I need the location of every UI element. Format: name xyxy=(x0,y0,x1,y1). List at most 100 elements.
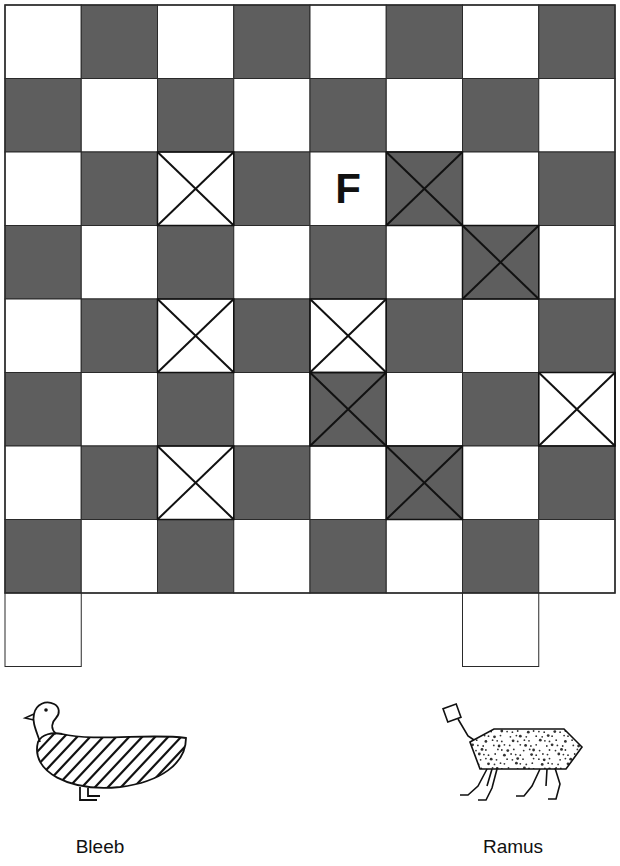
body-dot xyxy=(543,758,546,761)
body-dot xyxy=(494,753,496,755)
cross-mark xyxy=(310,373,386,447)
cross-mark xyxy=(158,152,234,226)
body-dot xyxy=(580,768,582,770)
body-dot xyxy=(506,758,508,760)
body-dot xyxy=(531,762,533,764)
hatch-line xyxy=(135,720,210,800)
cross-line xyxy=(463,226,539,300)
bleeb-hatching xyxy=(0,720,288,800)
cross-line xyxy=(463,226,539,300)
body-dot xyxy=(488,754,490,756)
cross-line xyxy=(386,446,462,520)
dark-square xyxy=(81,299,157,373)
dark-square xyxy=(463,226,539,300)
body-dot xyxy=(524,744,527,747)
hatch-line xyxy=(148,720,223,800)
light-square xyxy=(234,79,310,153)
light-square xyxy=(386,79,462,153)
light-square xyxy=(5,446,81,520)
dark-square xyxy=(463,79,539,153)
body-dot xyxy=(567,735,569,737)
body-dot xyxy=(485,749,487,751)
dark-square xyxy=(234,5,310,79)
body-dot xyxy=(472,735,474,737)
light-square xyxy=(81,520,157,594)
dark-square xyxy=(386,152,462,226)
body-dot xyxy=(535,744,537,746)
dark-square xyxy=(386,299,462,373)
ramus-legs xyxy=(460,768,560,800)
body-dot xyxy=(515,754,517,756)
body-dot xyxy=(563,735,565,737)
body-dot xyxy=(517,741,519,743)
dark-square xyxy=(539,5,615,79)
cross-line xyxy=(158,446,234,520)
cross-mark xyxy=(310,299,386,373)
cross-line xyxy=(310,299,386,373)
body-dot xyxy=(547,762,549,764)
dark-square xyxy=(158,79,234,153)
cross-frame xyxy=(158,299,234,373)
body-dot xyxy=(535,735,537,737)
body-dot xyxy=(478,753,481,756)
body-dot xyxy=(551,735,553,737)
cross-frame xyxy=(158,446,234,520)
body-dot xyxy=(530,753,533,756)
light-square xyxy=(5,593,81,667)
body-dot xyxy=(571,767,573,769)
light-square xyxy=(310,5,386,79)
figure-caption: Ramus xyxy=(483,836,543,859)
body-dot xyxy=(544,740,546,742)
hatch-line xyxy=(0,720,54,800)
body-dot xyxy=(519,754,521,756)
body-dot xyxy=(532,749,535,752)
hatch-line xyxy=(0,720,28,800)
body-dot xyxy=(523,750,525,752)
light-square xyxy=(158,152,234,226)
cross-line xyxy=(158,299,234,373)
body-dot xyxy=(547,754,549,756)
body-dot xyxy=(480,759,482,761)
body-dot xyxy=(469,768,472,771)
body-dot xyxy=(500,730,503,733)
cross-frame xyxy=(158,152,234,226)
light-square xyxy=(386,520,462,594)
cross-mark xyxy=(539,373,615,447)
body-dot xyxy=(480,731,482,733)
body-dot xyxy=(482,745,484,747)
cross-line xyxy=(310,373,386,447)
dark-square xyxy=(463,520,539,594)
dark-square xyxy=(81,152,157,226)
hatch-line xyxy=(0,720,41,800)
light-square xyxy=(463,299,539,373)
hatch-line xyxy=(0,720,15,800)
body-dot xyxy=(551,743,554,746)
dark-square xyxy=(5,520,81,594)
cross-frame xyxy=(463,226,539,300)
body-dot xyxy=(530,745,532,747)
body-dot xyxy=(501,741,503,743)
checker-board xyxy=(5,5,615,667)
light-square xyxy=(81,226,157,300)
body-dot xyxy=(547,734,550,737)
cross-line xyxy=(158,152,234,226)
body-dot xyxy=(519,735,522,738)
body-dot xyxy=(510,753,512,755)
body-dot xyxy=(546,745,548,747)
body-dot xyxy=(543,731,545,733)
cross-frame xyxy=(539,373,615,447)
dark-square xyxy=(158,520,234,594)
dark-square xyxy=(5,79,81,153)
body-dot xyxy=(549,741,551,743)
body-dot xyxy=(469,749,471,751)
body-dot xyxy=(527,731,530,734)
light-square xyxy=(158,5,234,79)
light-square xyxy=(158,446,234,520)
cross-line xyxy=(310,299,386,373)
hatch-line xyxy=(122,720,197,800)
ramus-dots xyxy=(469,730,586,771)
cross-line xyxy=(539,373,615,447)
body-dot xyxy=(515,762,518,765)
body-dot xyxy=(476,767,478,769)
bleeb-beak xyxy=(25,714,34,720)
